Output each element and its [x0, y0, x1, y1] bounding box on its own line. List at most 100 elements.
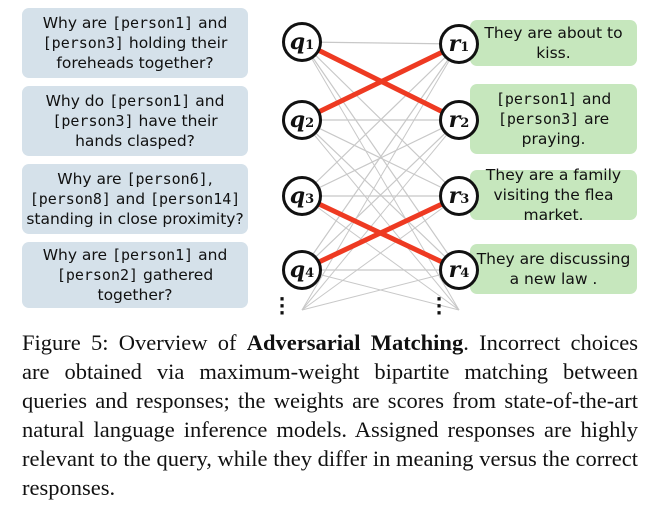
query-box-1: Why are [person1] and[person3] holding t…	[22, 8, 248, 78]
edge-q1-more	[301, 41, 460, 311]
edge-more-r2	[301, 119, 460, 311]
caption-pre: Overview of	[108, 330, 247, 355]
text-line: standing in close proximity?	[26, 209, 243, 229]
text-line: praying.	[496, 129, 611, 149]
text-segment: Why are	[42, 246, 112, 264]
text-segment: and	[110, 190, 150, 208]
text-segment: have their	[133, 112, 218, 130]
edge-q1-r3	[301, 41, 460, 197]
text-line: [person3] holding their	[43, 33, 228, 53]
person-tag: [person3]	[497, 110, 580, 128]
edge-more-r4	[301, 269, 460, 311]
text-segment: Why do	[45, 92, 110, 110]
caption-bold: Adversarial Matching	[246, 330, 464, 355]
text-segment: visiting the flea market.	[493, 186, 614, 224]
text-segment: praying.	[521, 130, 586, 148]
text-segment: and	[193, 14, 228, 32]
response-more-dots: ···	[435, 289, 443, 324]
person-tag: [person1]	[111, 14, 194, 32]
text-segment: standing in close proximity?	[26, 210, 244, 228]
text-line: [person3] are	[496, 109, 611, 129]
text-line: hands clasped?	[46, 131, 225, 151]
text-line: together?	[43, 285, 228, 305]
text-segment: They are about to	[484, 24, 623, 42]
text-line: Why do [person1] and	[46, 91, 225, 111]
text-line: visiting the flea market.	[474, 185, 633, 225]
person-tag: [person3]	[42, 34, 124, 52]
text-segment: They are discussing	[476, 250, 631, 268]
text-segment: foreheads together?	[56, 54, 214, 72]
text-line: Why are [person6],	[26, 169, 243, 189]
text-line: Why are [person1] and	[43, 245, 228, 265]
response-box-1: They are about to kiss.	[470, 20, 637, 66]
text-segment: holding their	[123, 34, 228, 52]
text-line: They are about to	[484, 23, 622, 43]
text-line: foreheads together?	[43, 53, 228, 73]
match-edge-q2-r1	[300, 41, 461, 123]
node-symbol: r	[448, 257, 461, 283]
text-segment: together?	[97, 286, 173, 304]
figure-caption: Figure 5: Overview of Adversarial Matchi…	[22, 328, 638, 502]
text-segment: ,	[207, 170, 213, 188]
node-subscript: 1	[305, 37, 315, 53]
edge-q4-r1	[301, 43, 460, 271]
node-symbol: r	[448, 31, 461, 57]
node-subscript: 4	[460, 265, 470, 281]
text-line: Why are [person1] and	[43, 13, 228, 33]
person-tag: [person1]	[495, 90, 578, 108]
bipartite-graph	[300, 39, 461, 311]
text-line: They are a family	[474, 165, 633, 185]
node-subscript: 2	[460, 115, 470, 131]
response-box-3: They are a family visiting the flea marke…	[470, 166, 637, 224]
caption-post: . Incorrect choices are obtained via max…	[22, 330, 638, 500]
text-line: [person3] have their	[46, 111, 225, 131]
text-segment: and	[577, 90, 612, 108]
edge-q4-r2	[301, 119, 460, 271]
text-segment: hands clasped?	[75, 132, 195, 150]
person-tag: [person2]	[56, 266, 139, 284]
text-segment: and	[193, 246, 228, 264]
text-segment: They are a family	[485, 166, 622, 184]
text-line: [person8] and [person14]	[26, 189, 243, 209]
caption-label: Figure 5:	[22, 330, 109, 355]
matching-edges	[300, 39, 461, 273]
query-box-2: Why do [person1] and[person3] have their…	[22, 86, 248, 156]
person-tag: [person1]	[109, 92, 191, 110]
person-tag: [person6]	[126, 170, 208, 188]
text-line: kiss.	[484, 43, 622, 63]
node-subscript: 4	[305, 265, 315, 281]
node-symbol: q	[289, 29, 306, 55]
edge-q3-r1	[301, 43, 460, 197]
text-segment: kiss.	[536, 44, 571, 62]
node-symbol: q	[289, 107, 306, 133]
text-segment: are	[579, 110, 610, 128]
query-more-dots: ···	[278, 289, 286, 324]
text-line: a new law .	[477, 269, 631, 289]
node-symbol: q	[289, 183, 306, 209]
match-edge-q4-r3	[300, 193, 461, 273]
node-symbol: r	[448, 183, 461, 209]
node-subscript: 1	[460, 39, 470, 55]
text-segment: Why are	[57, 170, 127, 188]
candidate-edges	[301, 41, 460, 311]
text-line: [person2] gathered	[43, 265, 228, 285]
text-segment: gathered	[138, 266, 214, 284]
query-box-3: Why are [person6],[person8] and [person1…	[22, 164, 248, 234]
node-symbol: q	[289, 257, 306, 283]
node-subscript: 2	[305, 115, 315, 131]
text-line: [person1] and	[496, 89, 611, 109]
node-symbol: r	[448, 107, 461, 133]
person-tag: [person3]	[52, 112, 134, 130]
person-tag: [person14]	[149, 190, 241, 208]
person-tag: [person1]	[111, 246, 194, 264]
